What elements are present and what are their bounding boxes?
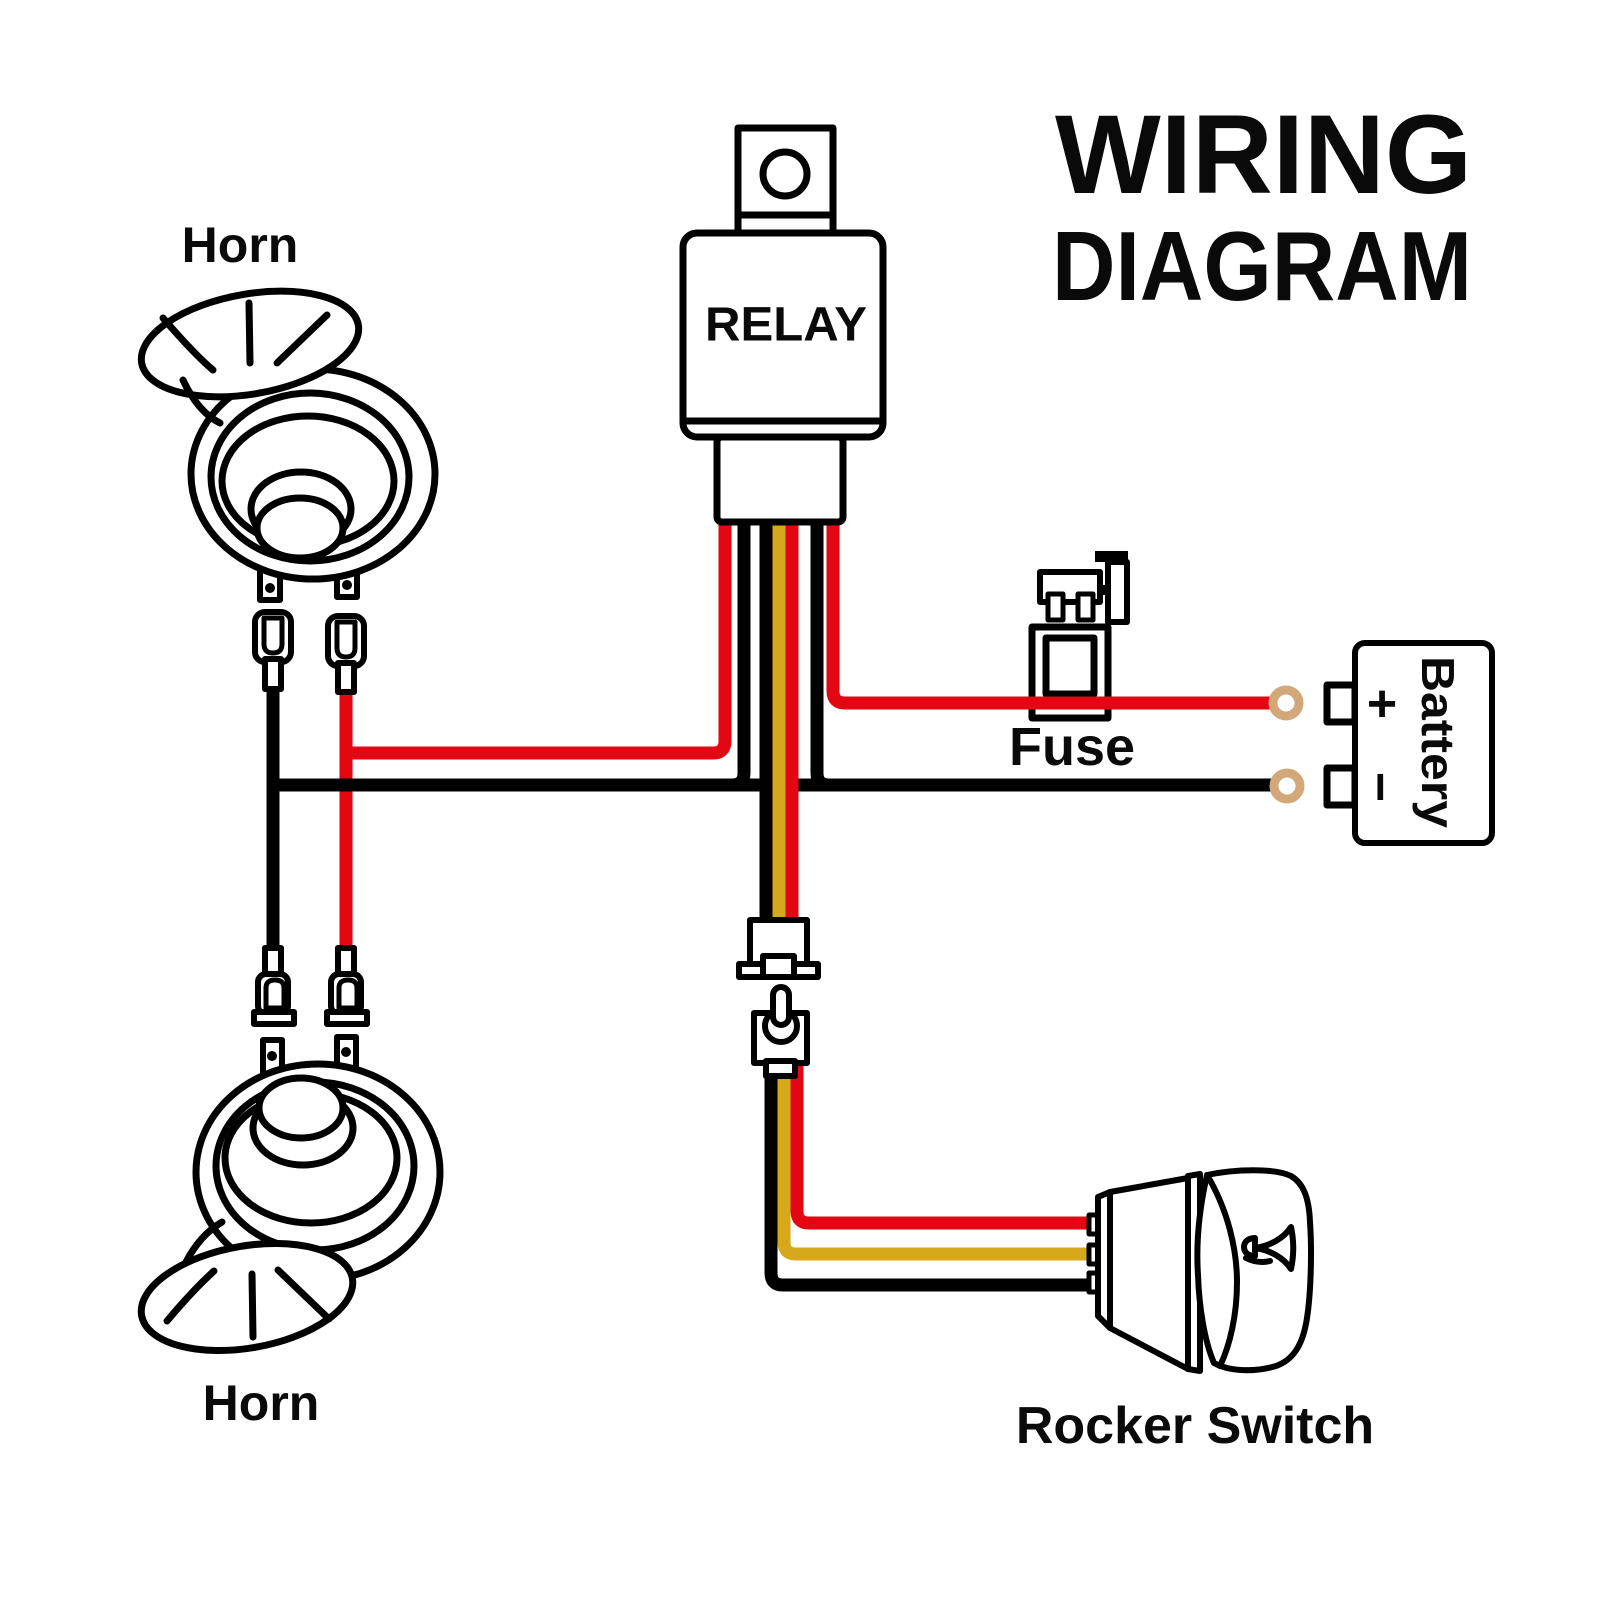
horn-bottom-coil-5: [255, 1074, 347, 1142]
fuse-blade-leg-left: [1045, 591, 1066, 623]
horn-top-symbol: [137, 287, 439, 603]
socket-neck: [763, 1058, 798, 1079]
fuse-label: Fuse: [1009, 717, 1135, 777]
battery-terminal-negative: [1323, 764, 1359, 809]
wires: [266, 516, 1272, 1292]
fuse-clip-tab: [1100, 585, 1109, 595]
battery-terminal-positive: [1323, 681, 1359, 726]
battery-symbol: + − Battery: [1323, 640, 1495, 846]
rocker-button-ridge: [1204, 1172, 1240, 1369]
socket-pin: [770, 984, 792, 1028]
title-line2: DIAGRAM: [1052, 211, 1472, 321]
horn-bottom-neck: [182, 1218, 226, 1266]
fuse-blade-leg-right: [1075, 591, 1096, 623]
wire-red-relay-to-battery: [826, 516, 1272, 710]
wire-red-relay-to-horns: [346, 516, 732, 760]
title-line1: WIRING: [1055, 92, 1472, 217]
relay-label: RELAY: [705, 299, 867, 352]
horn-top-label: Horn: [182, 217, 299, 273]
battery-minus-label: −: [1351, 772, 1409, 802]
ring-terminal-positive: [1268, 685, 1304, 721]
wire-red-to-rocker: [790, 1065, 1094, 1230]
harness-connector-pair: [736, 917, 821, 1079]
wire-black-relay-to-battery: [810, 516, 1272, 792]
horn-bottom-symbol: [137, 1034, 444, 1355]
title-block: WIRING DIAGRAM: [1052, 92, 1472, 321]
battery-body: [1352, 640, 1495, 846]
fuse-clip-side: [1105, 559, 1130, 625]
rocker-switch-label: Rocker Switch: [1016, 1397, 1374, 1455]
rocker-switch-symbol: [1086, 1167, 1314, 1374]
rocker-body: [1107, 1175, 1191, 1372]
horn-bottom-bell: [137, 1239, 357, 1355]
ring-terminal-negative: [1269, 768, 1305, 804]
battery-plus-label: +: [1367, 675, 1397, 733]
relay-connector-block: [713, 433, 847, 526]
horn-top-neck: [179, 376, 224, 427]
horn-icon: [1241, 1224, 1297, 1272]
horn-bottom-label: Horn: [203, 1375, 320, 1431]
horn-top-coil-5: [253, 494, 347, 562]
battery-label: Battery: [1412, 656, 1464, 828]
rocker-button: [1194, 1167, 1314, 1374]
fuse-clip-top: [1095, 551, 1128, 562]
fuse-holder-inner: [1042, 634, 1098, 698]
relay-mount-hole: [759, 148, 811, 200]
wire-black-to-rocker: [764, 1065, 1094, 1292]
fuse-symbol: [1028, 551, 1130, 722]
horn-top-connectors: [252, 609, 367, 695]
plug-latch: [760, 953, 797, 980]
wire-yellow-to-rocker: [777, 1065, 1094, 1261]
horn-bottom-connectors: [251, 945, 370, 1027]
relay-symbol: RELAY: [679, 124, 887, 526]
